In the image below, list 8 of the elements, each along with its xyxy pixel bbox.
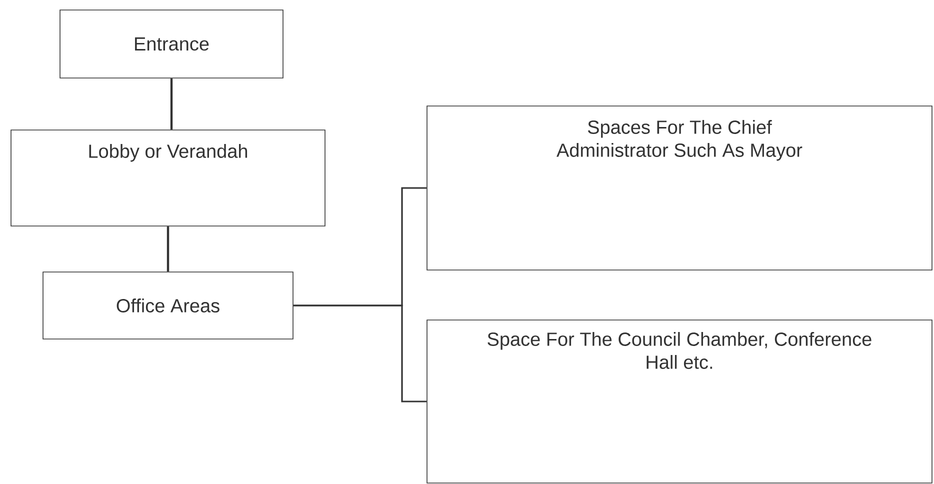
- process-box: Space For The Council Chamber, Conference Hall etc.: [426, 320, 932, 484]
- process-box: Lobby or Verandah: [10, 130, 326, 226]
- process-box: Entrance: [60, 10, 284, 78]
- process-box: Spaces For The Chief Administrator Such As Mayor: [426, 106, 932, 270]
- process-box: Office Areas: [42, 272, 294, 340]
- connector-line: [170, 78, 173, 130]
- connector-line: [166, 226, 170, 272]
- connector-line: [293, 304, 427, 402]
